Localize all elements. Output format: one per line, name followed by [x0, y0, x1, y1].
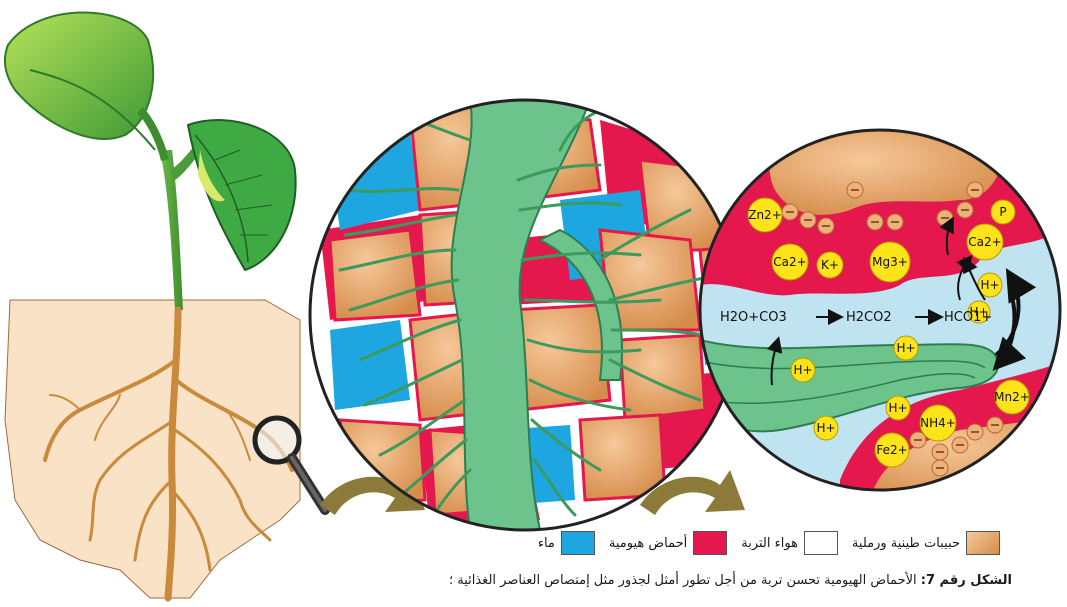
figure-caption-lead: الشكل رقم 7:: [921, 573, 1012, 588]
ion-mn-label: Mn2+: [994, 390, 1030, 404]
legend-item-water: ماء: [538, 531, 595, 555]
legend-item-clay: حبيبات طينية ورملية: [852, 531, 1000, 555]
legend-item-air: هواء التربة: [741, 531, 838, 555]
legend-swatch-clay: [966, 531, 1000, 555]
ion-h-1-label: H+: [980, 278, 999, 292]
reaction-product: HCO1+: [944, 310, 992, 325]
figure-caption-text: الأحماض الهيومية تحسن تربة من أجل تطور أ…: [449, 573, 921, 588]
figure-caption: الشكل رقم 7: الأحماض الهيومية تحسن تربة …: [300, 573, 1012, 588]
ion-fe-label: Fe2+: [876, 443, 907, 457]
ion-ca-top-label: Ca2+: [773, 255, 806, 269]
ion-mg-label: Mg3+: [872, 255, 908, 269]
legend-swatch-air: [804, 531, 838, 555]
reaction-reactant: H2O+CO3: [720, 310, 787, 325]
ion-h-4-label: H+: [793, 363, 812, 377]
soil-zoom-circle: [300, 95, 750, 535]
legend-label-water: ماء: [538, 536, 555, 551]
legend-item-humic: أحماض هيومية: [609, 531, 727, 555]
legend-swatch-water: [561, 531, 595, 555]
legend-label-air: هواء التربة: [741, 536, 798, 551]
ion-nh4-label: NH4+: [920, 416, 956, 430]
legend-label-clay: حبيبات طينية ورملية: [852, 536, 960, 551]
ion-k-label: K+: [821, 258, 839, 272]
leaf-right: [188, 120, 296, 270]
ion-ca-right-label: Ca2+: [968, 235, 1001, 249]
ion-h-6-label: H+: [816, 421, 835, 435]
reaction-intermediate: H2CO2: [846, 310, 892, 325]
legend: حبيبات طينية ورملية هواء التربة أحماض هي…: [380, 528, 1000, 558]
plant: [5, 13, 325, 599]
legend-label-humic: أحماض هيومية: [609, 536, 687, 551]
ion-h-3-label: H+: [896, 341, 915, 355]
chemistry-zoom-circle: Zn2+ P Ca2+ K+ Mg3+ Ca2+ H+ H+ H+ H+ H+ …: [700, 130, 1067, 500]
leaf-left: [5, 13, 153, 139]
ion-h-5-label: H+: [888, 401, 907, 415]
ion-zn-label: Zn2+: [748, 208, 782, 222]
legend-swatch-humic: [693, 531, 727, 555]
ion-p-label: P: [999, 205, 1006, 219]
